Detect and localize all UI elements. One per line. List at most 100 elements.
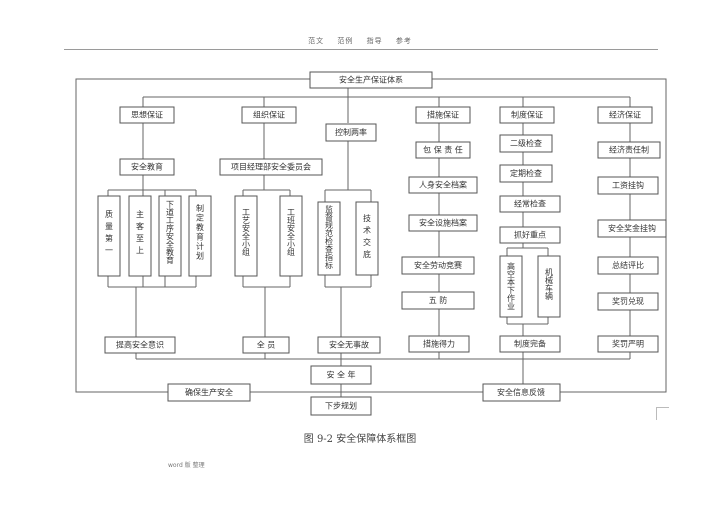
node-label: 机械车辆 bbox=[544, 268, 554, 300]
node-label: 确保生产安全 bbox=[185, 387, 233, 397]
node-label: 下道工序安全教育 bbox=[165, 200, 175, 264]
category-c1: 思想保证 bbox=[119, 106, 175, 124]
node-quality-first-frame bbox=[97, 195, 121, 277]
node-all-staff: 全 员 bbox=[242, 336, 290, 354]
node-label: 安全设施档案 bbox=[419, 218, 467, 228]
node-no-accident: 安全无事故 bbox=[317, 336, 381, 354]
node-contract-responsibility: 包 保 责 任 bbox=[415, 141, 471, 159]
node-label: 二级检查 bbox=[510, 138, 542, 148]
node-reward-fulfill: 奖罚兑现 bbox=[597, 292, 659, 311]
node-owner-supreme: 主客至上 bbox=[129, 196, 151, 276]
node-supervision: 监督规范检查指标 bbox=[318, 202, 340, 275]
node-label: 安全奖金挂钩 bbox=[608, 223, 656, 233]
outer-loop-left bbox=[75, 78, 310, 393]
node-ensure-safety: 确保生产安全 bbox=[167, 383, 251, 402]
node-label: 监督规范检查指标 bbox=[324, 205, 334, 269]
node-bonus-link: 安全奖金挂钩 bbox=[597, 219, 667, 238]
category-c4: 措施保证 bbox=[415, 106, 471, 124]
node-safety-year: 安 全 年 bbox=[310, 365, 372, 385]
category-label: 措施保证 bbox=[427, 110, 459, 120]
category-label: 组织保证 bbox=[253, 110, 285, 120]
node-safety-education: 安全教育 bbox=[119, 158, 175, 176]
node-label: 制度完备 bbox=[514, 339, 546, 349]
node-personal-safety-file: 人身安全档案 bbox=[408, 176, 478, 194]
node-education-plan: 制定教育计划 bbox=[189, 196, 211, 276]
node-label: 工艺安全小组 bbox=[241, 208, 251, 256]
node-label: 制定教育计划 bbox=[195, 204, 205, 261]
node-label: 主客至上 bbox=[135, 210, 145, 258]
node-five-prevention: 五 防 bbox=[401, 291, 475, 310]
node-high-altitude-work: 高空本下作业 bbox=[500, 256, 522, 317]
node-label: 抓好重点 bbox=[514, 230, 546, 240]
node-pm-safety-committee: 项目经理部安全委员会 bbox=[219, 158, 323, 176]
node-facility-safety-file: 安全设施档案 bbox=[408, 214, 478, 232]
node-machinery-vehicles-frame bbox=[537, 255, 561, 318]
category-label: 思想保证 bbox=[131, 110, 163, 120]
root-label: 安全生产保证体系 bbox=[339, 75, 403, 85]
node-education-plan-frame bbox=[188, 195, 212, 277]
node-tech-briefing: 技术交底 bbox=[356, 202, 378, 275]
node-reward-clear: 奖罚严明 bbox=[597, 335, 659, 353]
node-measures-in-place: 措施得力 bbox=[408, 335, 470, 353]
node-label: 安全信息反馈 bbox=[497, 387, 545, 397]
node-quality-first: 质量第一 bbox=[98, 196, 120, 276]
node-next-process-education: 下道工序安全教育 bbox=[159, 196, 181, 276]
node-label: 措施得力 bbox=[423, 339, 455, 349]
footer-note: word 版 整理 bbox=[168, 462, 205, 469]
node-next-process-education-frame bbox=[158, 195, 182, 277]
page-corner-mark bbox=[656, 407, 669, 420]
node-label: 工班安全小组 bbox=[286, 208, 296, 256]
node-owner-supreme-frame bbox=[128, 195, 152, 277]
node-label: 项目经理部安全委员会 bbox=[231, 162, 311, 172]
node-label: 质量第一 bbox=[104, 210, 114, 258]
node-label: 下步规划 bbox=[325, 401, 357, 411]
node-label: 包 保 责 任 bbox=[423, 145, 463, 155]
node-label: 经常检查 bbox=[514, 199, 546, 209]
header-item: 指导 bbox=[366, 37, 383, 45]
node-label: 安全无事故 bbox=[329, 340, 369, 350]
node-tech-briefing-frame bbox=[355, 201, 379, 276]
category-label: 经济保证 bbox=[609, 110, 641, 120]
node-label: 安全劳动竞赛 bbox=[414, 260, 462, 270]
node-team-safety-group: 工班安全小组 bbox=[280, 196, 302, 276]
node-label: 安全教育 bbox=[131, 162, 163, 172]
node-next-plan: 下步规划 bbox=[310, 396, 372, 416]
category-label: 控制两率 bbox=[335, 127, 367, 137]
node-label: 技术交底 bbox=[362, 214, 372, 262]
header-divider bbox=[64, 49, 658, 50]
category-label: 制度保证 bbox=[511, 110, 543, 120]
header-item: 范例 bbox=[337, 37, 354, 45]
page-header: 范文 范例 指导 参考 bbox=[0, 36, 720, 46]
node-supervision-frame bbox=[317, 201, 341, 276]
node-regular-check: 经常检查 bbox=[499, 195, 561, 213]
node-label: 经济责任制 bbox=[609, 145, 649, 155]
node-key-points: 抓好重点 bbox=[499, 226, 561, 244]
root-node: 安全生产保证体系 bbox=[309, 71, 433, 89]
node-econ-responsibility: 经济责任制 bbox=[597, 141, 661, 159]
node-machinery-vehicles: 机械车辆 bbox=[538, 256, 560, 317]
node-label: 奖罚严明 bbox=[612, 339, 644, 349]
node-feedback: 安全信息反馈 bbox=[482, 383, 561, 402]
node-label: 奖罚兑现 bbox=[612, 296, 644, 306]
node-label: 全 员 bbox=[257, 340, 276, 350]
node-labor-competition: 安全劳动竞赛 bbox=[401, 256, 475, 275]
node-label: 安 全 年 bbox=[326, 370, 355, 380]
header-item: 参考 bbox=[395, 37, 412, 45]
node-label: 定期检查 bbox=[510, 168, 542, 178]
node-craft-safety-group-frame bbox=[234, 195, 258, 277]
node-label: 提高安全意识 bbox=[116, 340, 164, 350]
category-c6: 经济保证 bbox=[597, 106, 653, 124]
node-high-altitude-work-frame bbox=[499, 255, 523, 318]
node-team-safety-group-frame bbox=[279, 195, 303, 277]
category-c3: 控制两率 bbox=[325, 123, 377, 142]
node-periodic-check: 定期检查 bbox=[499, 164, 553, 183]
figure-caption: 图 9-2 安全保障体系框图 bbox=[303, 434, 417, 445]
node-label: 人身安全档案 bbox=[419, 180, 467, 190]
node-label: 工资挂钩 bbox=[612, 180, 644, 190]
node-two-level-check: 二级检查 bbox=[499, 134, 553, 153]
node-system-complete: 制度完备 bbox=[499, 335, 561, 353]
category-c5: 制度保证 bbox=[499, 106, 555, 124]
node-label: 总结评比 bbox=[612, 260, 644, 270]
node-wage-link: 工资挂钩 bbox=[597, 176, 659, 195]
